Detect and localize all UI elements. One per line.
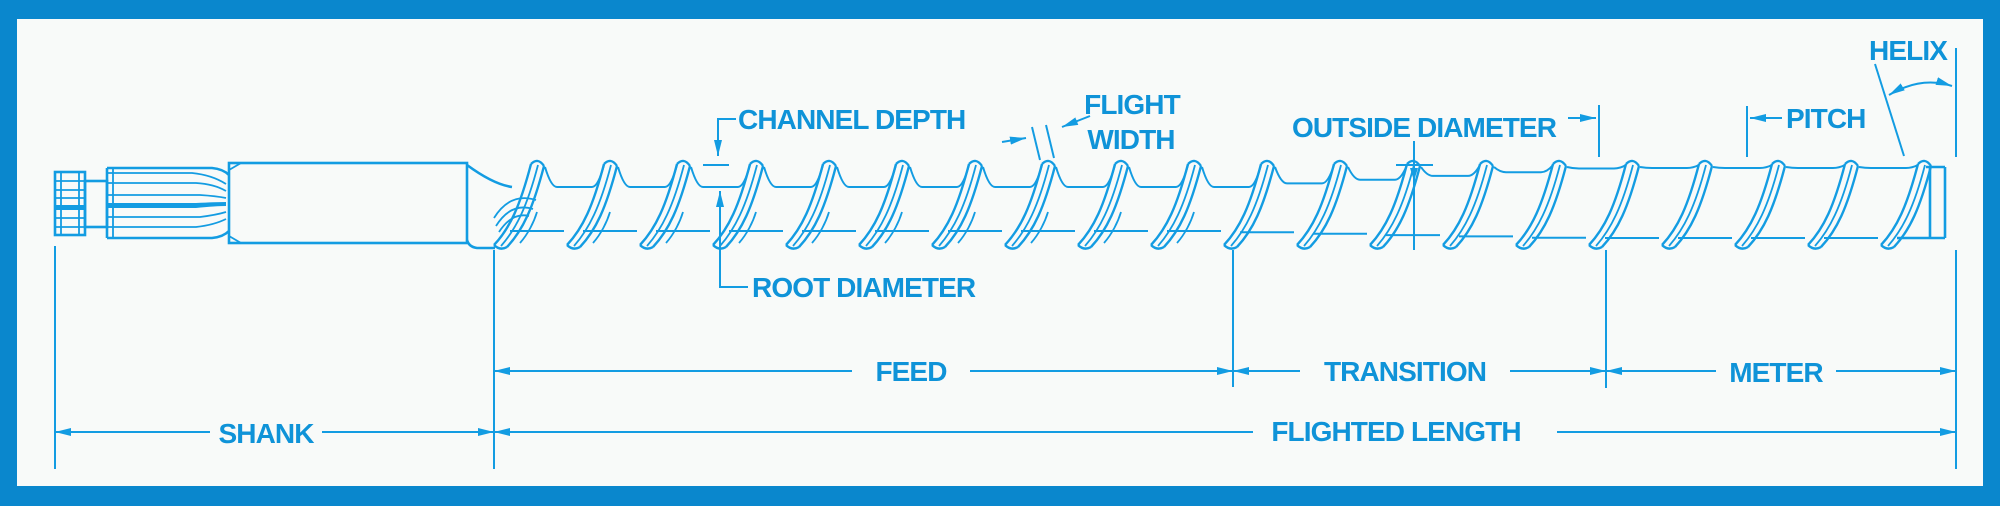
tick-flight-width-right	[1045, 124, 1055, 159]
label-pitch: PITCH	[1786, 103, 1866, 134]
helix-angle-arc	[1888, 77, 1953, 96]
label-feed: FEED	[875, 356, 947, 387]
label-transition: TRANSITION	[1324, 356, 1486, 387]
arrow-flight-width-left	[1001, 136, 1027, 145]
screw-end-face	[1897, 165, 1947, 240]
labels: CHANNEL DEPTH FLIGHT WIDTH OUTSIDE DIAME…	[218, 35, 1949, 449]
dimension-annotations	[54, 48, 1957, 469]
shank-spline-section	[105, 166, 230, 240]
label-outside-diameter: OUTSIDE DIAMETER	[1292, 112, 1557, 143]
shank-neck	[83, 179, 109, 229]
label-root-diameter: ROOT DIAMETER	[752, 272, 976, 303]
label-meter: METER	[1729, 357, 1823, 388]
label-channel-depth: CHANNEL DEPTH	[738, 104, 965, 135]
tick-flight-width-left	[1031, 126, 1041, 161]
arrow-flight-width-right	[1061, 115, 1091, 128]
label-shank: SHANK	[218, 418, 314, 449]
screw-flights	[493, 159, 1933, 250]
label-flighted-length: FLIGHTED LENGTH	[1271, 416, 1520, 447]
shank-spline-stub	[53, 170, 87, 237]
arrow-outside-diameter	[1410, 168, 1418, 181]
label-flight-width-line2: WIDTH	[1087, 124, 1174, 155]
shank-cylinder	[227, 161, 469, 245]
screw-drawing	[53, 159, 1947, 250]
label-flight-width-line1: FLIGHT	[1084, 89, 1180, 120]
helix-slant-line	[1874, 63, 1905, 157]
leader-channel-depth	[714, 118, 736, 156]
label-helix: HELIX	[1869, 35, 1948, 66]
leader-root-diameter	[716, 191, 748, 288]
